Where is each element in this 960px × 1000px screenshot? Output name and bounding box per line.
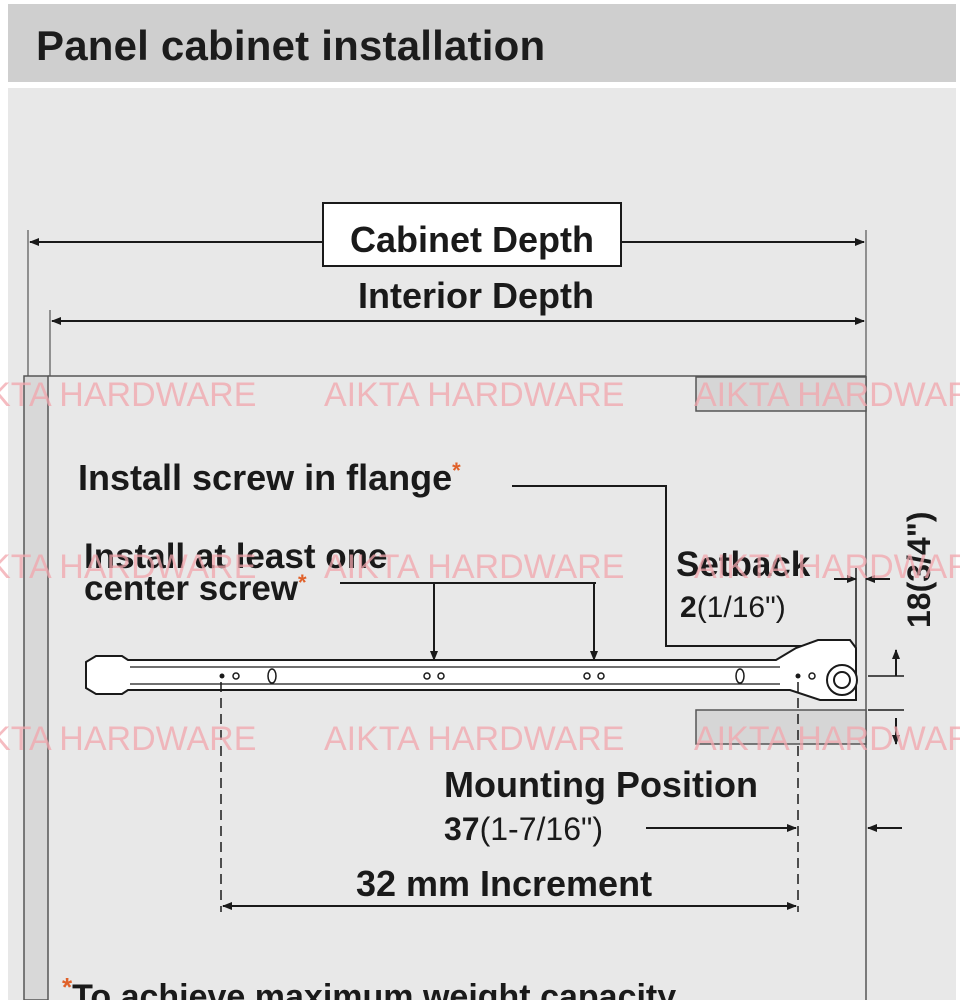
watermark: AIKTA HARDWARE	[694, 720, 960, 758]
setback-value: 2(1/16")	[680, 591, 786, 624]
lower-panel	[695, 709, 867, 745]
cabinet-side-panel	[23, 375, 49, 1000]
height-label: 18(3/4")	[901, 511, 937, 628]
install-center-label-line1: Install at least one	[84, 537, 387, 576]
install-flange-label: Install screw in flange*	[78, 457, 461, 498]
page-title: Panel cabinet installation	[36, 22, 546, 69]
mounting-position-value: 37(1-7/16")	[444, 811, 603, 847]
watermark: AIKTA HARDWARE	[324, 720, 624, 758]
watermark: AIKTA HARDWARE	[324, 548, 624, 586]
watermark: AIKTA HARDWARE	[0, 548, 256, 586]
watermark: AIKTA HARDWARE	[694, 376, 960, 414]
setback-label: Setback	[676, 545, 811, 584]
watermark: AIKTA HARDWARE	[324, 376, 624, 414]
increment-label: 32 mm Increment	[356, 863, 652, 904]
cabinet-depth-box	[322, 202, 622, 267]
watermark: AIKTA HARDWARE	[0, 720, 256, 758]
drawer-slide-rail	[85, 639, 858, 701]
watermark: AIKTA HARDWARE	[694, 548, 960, 586]
footnote: *To achieve maximum weight capacity	[62, 972, 676, 1000]
watermark: AIKTA HARDWARE	[0, 376, 256, 414]
upper-panel	[695, 376, 867, 412]
install-center-label-line2: center screw*	[84, 569, 307, 608]
flange-leader-line	[512, 485, 819, 650]
cabinet-depth-label: Cabinet Depth	[350, 219, 594, 260]
header-bar: Panel cabinet installation	[8, 4, 956, 82]
interior-depth-label: Interior Depth	[358, 275, 594, 316]
mounting-position-label: Mounting Position	[444, 764, 758, 805]
